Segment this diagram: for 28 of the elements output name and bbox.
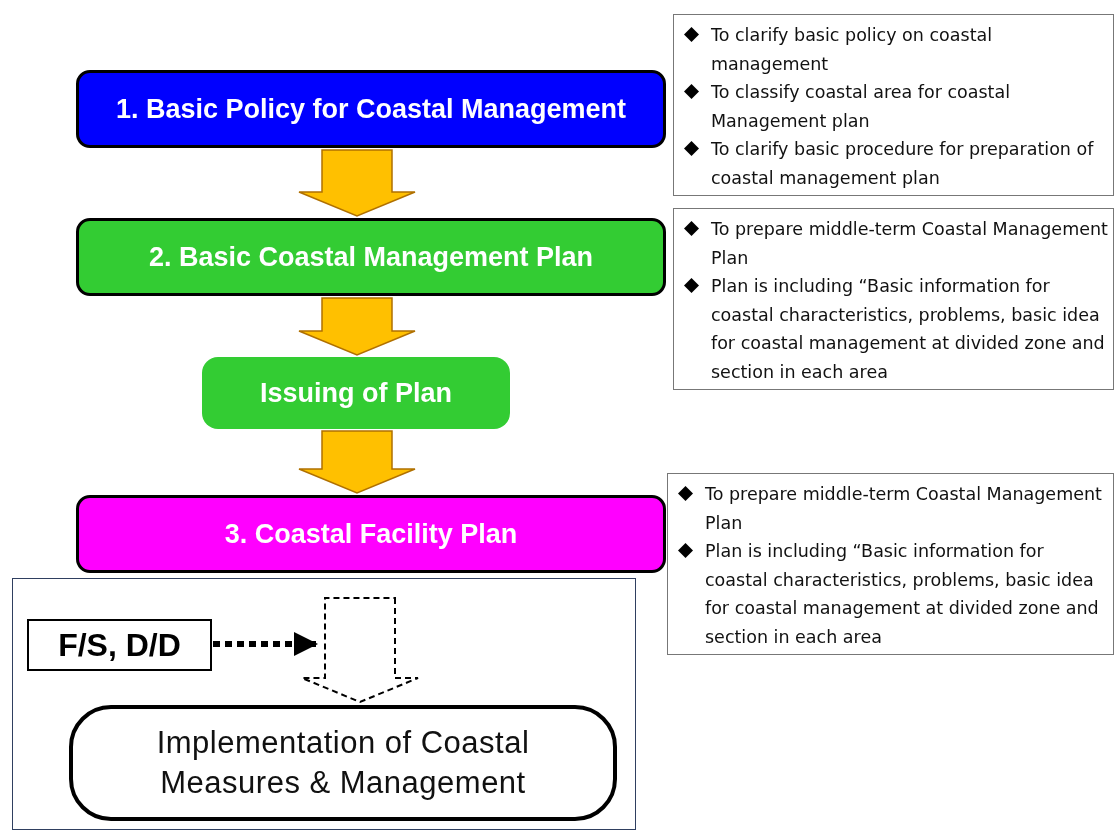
bullet-text: Plan is including “Basic information for coastal characteristics, problems, basic idea for coastal management at divided zone and section in each area (711, 275, 1106, 384)
box-label: Issuing of Plan (260, 377, 452, 409)
box-label: 3. Coastal Facility Plan (224, 518, 518, 550)
process-box (202, 357, 510, 429)
process-box (76, 70, 666, 148)
bullet-text: To prepare middle-term Coastal Management Plan (711, 218, 1109, 270)
process-box (76, 495, 666, 573)
block-arrow (298, 430, 416, 494)
arrow (213, 632, 318, 656)
process-box (76, 218, 666, 296)
box-label: 1. Basic Policy for Coastal Management (115, 93, 627, 125)
box-label: 2. Basic Coastal Management Plan (148, 241, 594, 273)
box-label: F/S, D/D (58, 626, 181, 664)
bullet-text: To classify coastal area for coastal Management plan (711, 81, 1012, 133)
bullet-text: To clarify basic policy on coastal management (711, 24, 994, 76)
bullet-text: To prepare middle-term Coastal Management Plan (705, 483, 1103, 535)
block-arrow (298, 149, 416, 217)
label-box (27, 619, 212, 671)
block-arrow (301, 597, 419, 704)
bullet-text: To clarify basic procedure for preparation of coastal management plan (711, 138, 1095, 190)
terminal-box (69, 705, 617, 821)
note-box (673, 208, 1114, 390)
note-box (667, 473, 1114, 655)
block-arrow (298, 297, 416, 356)
box-label: Implementation of Coastal Measures & Management (155, 724, 531, 802)
note-box (673, 14, 1114, 196)
group-frame (12, 578, 636, 830)
bullet-text: Plan is including “Basic information for coastal characteristics, problems, basic idea for coastal management at divided zone and section in each area (705, 540, 1100, 649)
